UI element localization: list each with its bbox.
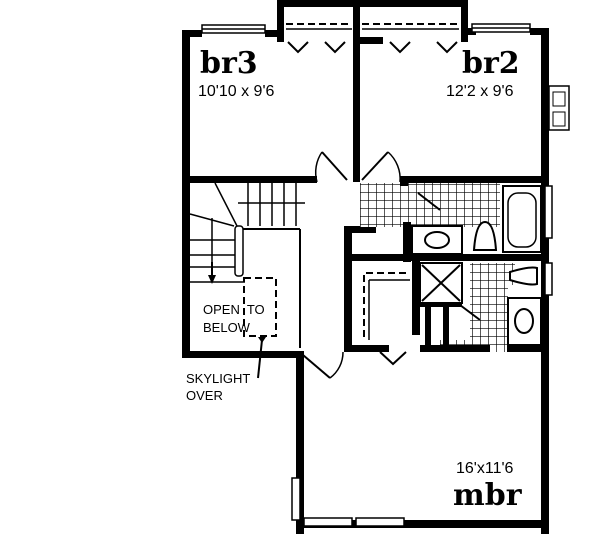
skylight-label-1: SKYLIGHT [186, 371, 250, 386]
bath-tile-floor [360, 183, 500, 227]
window-mbr-south-1 [303, 517, 353, 527]
closet-door-br2-a [389, 41, 411, 54]
closet-door-br3-a [287, 41, 309, 54]
closet-top-wall [277, 0, 468, 7]
toilet-2 [509, 266, 538, 286]
room-dim-br2: 12'2 x 9'6 [446, 83, 514, 100]
closet-door-br2-b [436, 41, 458, 54]
room-name-br2: br2 [462, 46, 520, 81]
room-name-br3: br3 [200, 46, 258, 81]
door-bath-1 [417, 192, 441, 211]
south-wall [296, 520, 549, 528]
mbr-west-wall [296, 351, 304, 534]
east-wall-lower [541, 183, 549, 534]
window-mbr-west [291, 477, 301, 521]
staircase [189, 182, 305, 348]
window-bath-2 [544, 262, 553, 296]
room-dim-mbr: 16'x11'6 [456, 460, 514, 477]
room-name-mbr: mbr [453, 478, 523, 513]
closet-right-wall [461, 0, 468, 42]
window-bath [544, 185, 553, 239]
room-dim-br3: 10'10 x 9'6 [198, 83, 274, 100]
closet-door-mbr [379, 351, 407, 366]
skylight-leader [257, 339, 263, 379]
stair-railing [234, 225, 244, 277]
door-br2 [361, 151, 389, 181]
closet-left-wall [277, 0, 284, 42]
open-to-below-label-2: BELOW [203, 320, 251, 335]
closet-door-br3-b [324, 41, 346, 54]
toilet-1 [472, 220, 498, 251]
door-mbr [302, 354, 331, 379]
door-bath-2 [459, 304, 481, 321]
west-wall [182, 30, 190, 358]
east-wall-upper [541, 28, 549, 183]
skylight-label-2: OVER [186, 388, 223, 403]
br3-br2-partition [353, 0, 360, 182]
door-br3 [321, 151, 348, 181]
open-to-below-label-1: OPEN TO [203, 302, 265, 317]
sink-basin [424, 231, 450, 249]
skylight-outline [243, 277, 277, 337]
window-mbr-south-2 [355, 517, 405, 527]
